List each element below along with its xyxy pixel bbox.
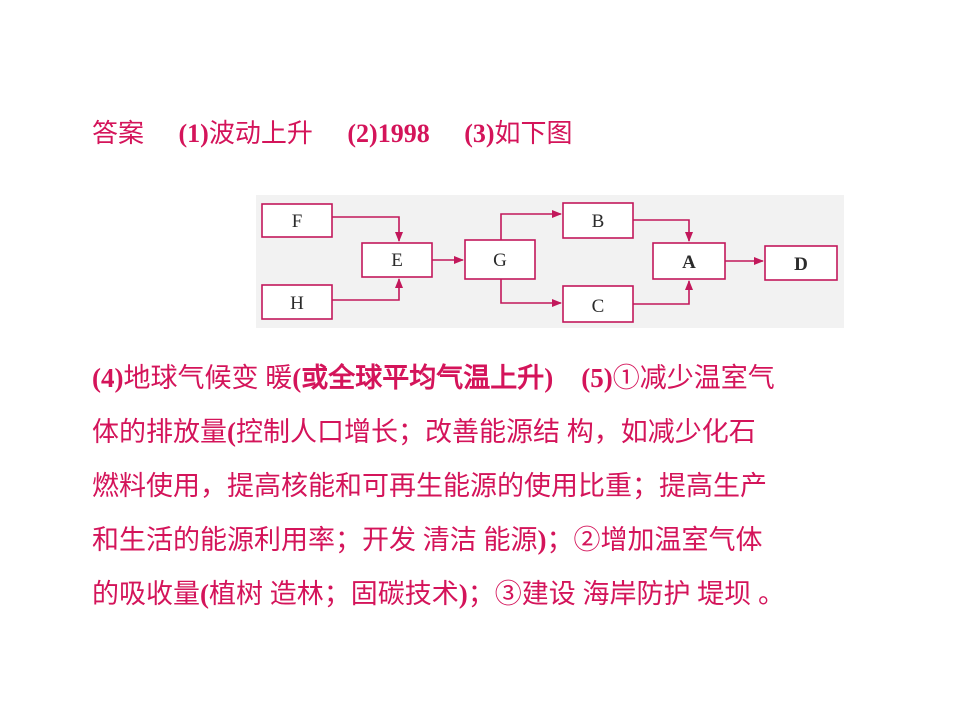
node-c-box [562,285,634,323]
node-e-label: E [391,250,403,271]
body-line-5-a: 的吸收量 [92,579,200,609]
part-2-number: (2) [347,119,378,148]
body-line-5-paren: ( [200,579,209,609]
node-a-label: A [682,252,696,273]
body-line-4-a: 和生活的能源利用率；开发 清洁 能源 [92,525,538,555]
body-line-5-b: 植树 造林；固碳技术 [209,579,459,609]
node-b-box [562,202,634,239]
part-1-text: 波动上升 [208,119,313,148]
node-a-box [652,242,726,280]
node-h-box [261,284,333,320]
node-d-label: D [794,254,808,275]
body-line-5: 的吸收量(植树 造林；固碳技术)；③建设 海岸防护 堤坝 。 [92,567,892,621]
flow-diagram: F H E G B C A D [256,195,844,328]
answer-label: 答案 [92,119,145,148]
answer-line: 答案 (1)波动上升 (2)1998 (3)如下图 [92,112,573,156]
part-3-text: 如下图 [494,119,573,148]
body-line-4: 和生活的能源利用率；开发 清洁 能源)；②增加温室气体 [92,513,892,567]
node-b-label: B [592,211,605,232]
part-5-number: (5) [581,363,613,393]
body-line-4-paren: ) [537,525,547,555]
part-1-number: (1) [178,119,209,148]
part-5-text-a: ①减少温室气 [612,363,775,393]
arrow-b-to-a [633,219,693,242]
answer-part-1: (1)波动上升 [179,119,313,148]
body-line-2: 体的排放量(控制人口增长；改善能源结 构，如减少化石 [92,405,892,459]
body-line-5-paren-close: ) [458,579,468,609]
part-4-text-b: (或全球平均气温上升) [292,363,554,393]
node-g-label: G [493,250,507,271]
arrow-h-to-e [332,278,403,301]
node-e-box [361,242,433,278]
answer-body: (4)地球气候变 暖(或全球平均气温上升)(5)①减少温室气 体的排放量(控制人… [92,351,892,621]
part-3-number: (3) [464,119,495,148]
node-h-label: H [290,293,304,314]
arrow-g-to-b [500,210,562,240]
body-line-1: (4)地球气候变 暖(或全球平均气温上升) (5)①减少温室气 [92,351,892,405]
answer-part-3: (3)如下图 [464,119,572,148]
body-line-2-paren: ( [227,417,236,447]
node-g-box [464,239,536,280]
answer-part-2: (2)1998 [347,119,429,148]
body-line-2-a: 体的排放量 [92,417,227,447]
node-c-label: C [592,296,605,317]
body-line-4-b: ；②增加温室气体 [546,525,763,555]
part-4-text-a: 地球气候变 暖 [123,363,293,393]
part-4-number: (4) [92,363,124,393]
body-line-3: 燃料使用，提高核能和可再生能源的使用比重；提高生产 [92,471,767,501]
arrow-g-to-c [500,279,562,307]
body-line-5-c: ；③建设 海岸防护 堤坝 。 [467,579,785,609]
part-2-text: 1998 [377,119,430,148]
node-f-box [261,203,333,238]
node-f-label: F [292,211,303,232]
arrow-c-to-a [633,280,693,305]
arrow-f-to-e [332,216,403,242]
node-d-box [764,245,838,281]
body-line-2-b: 控制人口增长；改善能源结 构，如减少化石 [236,417,756,447]
